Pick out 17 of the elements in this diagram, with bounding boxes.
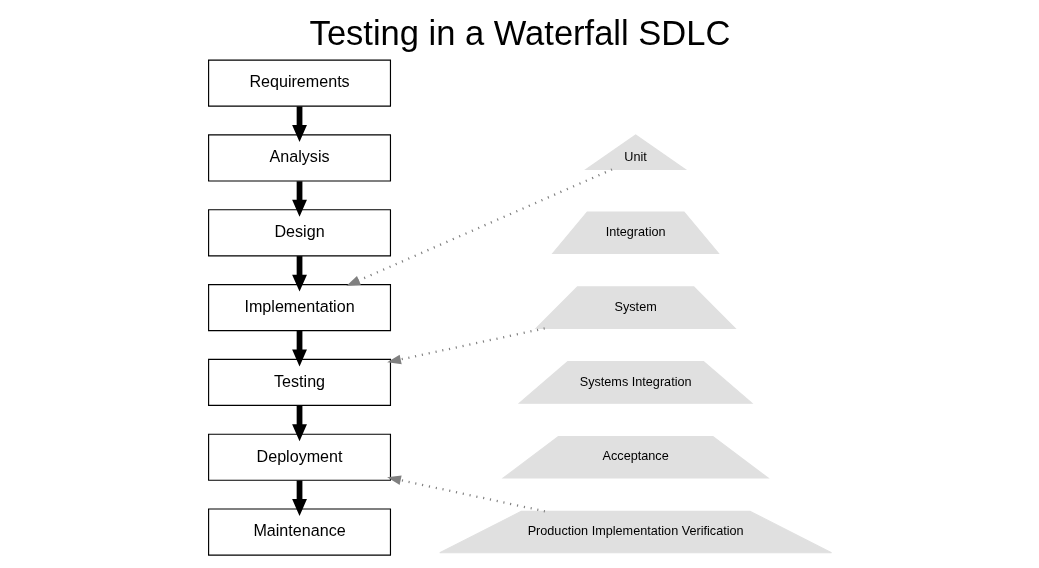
arrow [345, 168, 612, 286]
arrow [291, 106, 307, 142]
arrow [291, 256, 307, 292]
arrow [291, 480, 307, 517]
node-box: Design [207, 209, 391, 257]
node-box: Deployment [207, 433, 391, 481]
node-box: Analysis [207, 134, 391, 182]
arrow [386, 475, 545, 513]
node-box: Requirements [207, 59, 391, 107]
arrow [291, 330, 307, 367]
arrow [291, 181, 307, 217]
arrow [291, 405, 307, 442]
node-box: Testing [207, 358, 391, 406]
diagram-title: Testing in a Waterfall SDLC [309, 14, 730, 53]
arrow [386, 327, 545, 365]
node-box: Implementation [207, 284, 391, 332]
node-box: Maintenance [207, 508, 391, 556]
